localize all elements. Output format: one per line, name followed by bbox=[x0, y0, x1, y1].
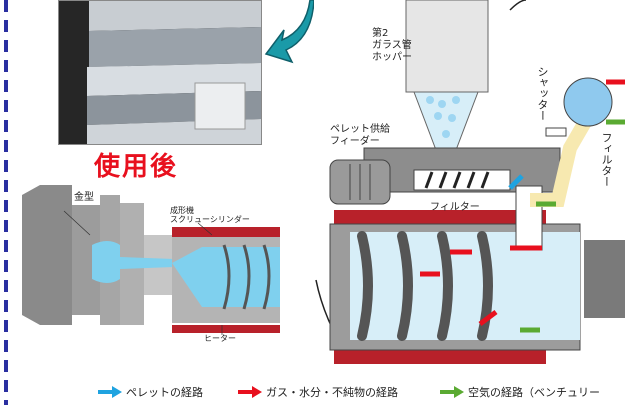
heater-label: ヒーター bbox=[204, 334, 236, 343]
after-use-photo bbox=[58, 0, 262, 145]
hopper-diagram bbox=[315, 0, 625, 364]
legend-arrow-red-icon bbox=[238, 386, 262, 398]
curved-arrow-icon bbox=[264, 0, 314, 64]
legend-pellet: ペレットの経路 bbox=[126, 386, 203, 399]
after-use-caption: 使用後 bbox=[94, 152, 179, 182]
mold-label: 金型 bbox=[74, 192, 94, 203]
legend-air: 空気の経路（ベンチュリー bbox=[468, 386, 600, 399]
legend-gas: ガス・水分・不純物の経路 bbox=[266, 386, 398, 399]
legend-arrow-blue-icon bbox=[98, 386, 122, 398]
vertical-filter-label: フィルター bbox=[600, 132, 613, 187]
inline-filter-label: フィルター bbox=[430, 202, 480, 213]
legend-arrow-green-icon bbox=[440, 386, 464, 398]
shutter-label: シャッター bbox=[536, 66, 549, 121]
mold-diagram bbox=[22, 185, 280, 335]
barrel-label: 成形機 スクリューシリンダー bbox=[170, 206, 250, 224]
feeder-label: ペレット供給 フィーダー bbox=[330, 124, 390, 147]
dashed-divider bbox=[4, 0, 8, 405]
hopper-label: 第2 ガラス管 ホッパー bbox=[372, 28, 412, 63]
